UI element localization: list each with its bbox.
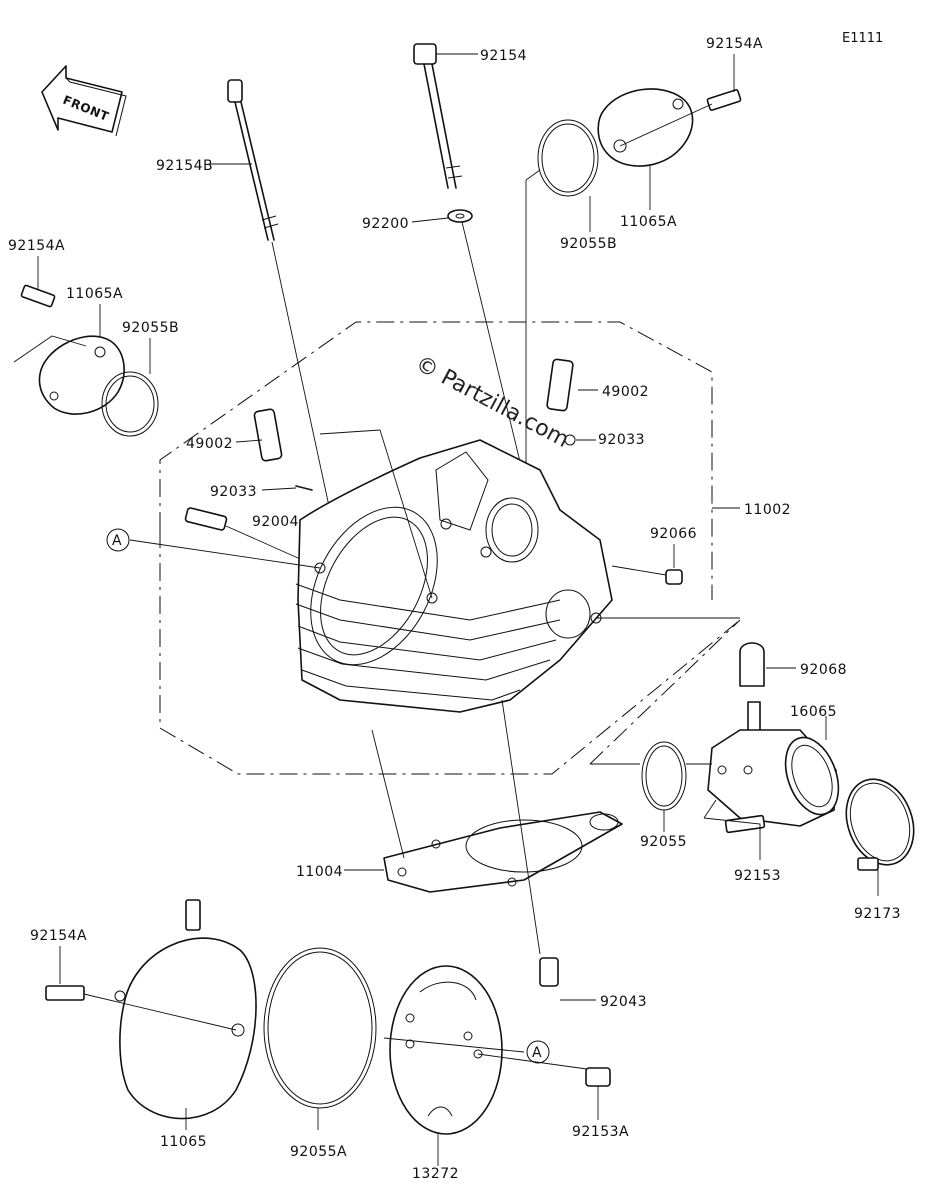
- cap-92068: [739, 642, 796, 687]
- intake-pipe: [707, 701, 840, 827]
- part-label-11002: 11002: [744, 502, 791, 518]
- bottom-cover-11065: [45, 899, 257, 1130]
- part-label-92154A-left: 92154A: [8, 238, 65, 254]
- part-label-92154: 92154: [480, 48, 527, 64]
- part-label-92043: 92043: [600, 994, 647, 1010]
- head-bolt: [413, 43, 523, 471]
- part-label-92173: 92173: [854, 906, 901, 922]
- part-label-92153A: 92153A: [572, 1124, 629, 1140]
- head-gasket: [344, 699, 623, 955]
- part-label-92153: 92153: [734, 868, 781, 884]
- part-label-49002-right: 49002: [602, 384, 649, 400]
- head-bolt-long: [227, 79, 333, 521]
- part-label-11065A-left: 11065A: [66, 286, 123, 302]
- dowel-pin-92043: [539, 957, 596, 1001]
- pin-92033-left: [295, 485, 313, 491]
- part-label-92033-left: 92033: [210, 484, 257, 500]
- cylinder-head: [295, 439, 613, 713]
- top-cover-assembly: [525, 88, 742, 470]
- part-label-92033-right: 92033: [598, 432, 645, 448]
- reference-marker-a-label: A: [532, 1045, 542, 1061]
- plug-92066: [665, 569, 683, 585]
- reference-marker-a-label: A: [112, 533, 122, 549]
- bolt-92153A: [585, 1067, 611, 1120]
- part-label-16065: 16065: [790, 704, 837, 720]
- part-label-92200: 92200: [362, 216, 409, 232]
- o-ring-92055: [590, 741, 712, 832]
- part-label-92055A: 92055A: [290, 1144, 347, 1160]
- part-label-92154A-top: 92154A: [706, 36, 763, 52]
- pin-92033-right: [564, 434, 576, 446]
- cover-plate-13272: [383, 965, 595, 1166]
- part-label-92004: 92004: [252, 514, 299, 530]
- part-label-13272: 13272: [412, 1166, 459, 1182]
- part-label-11065A-top: 11065A: [620, 214, 677, 230]
- part-label-92154A-bottom: 92154A: [30, 928, 87, 944]
- part-label-11065: 11065: [160, 1134, 207, 1150]
- clamp-92173: [845, 778, 915, 896]
- part-label-11004: 11004: [296, 864, 343, 880]
- part-label-92154B: 92154B: [156, 158, 213, 174]
- part-label-92068: 92068: [800, 662, 847, 678]
- part-label-92055B-top: 92055B: [560, 236, 617, 252]
- front-arrow-icon: FRONT: [41, 65, 127, 137]
- left-cover-assembly: [13, 284, 159, 437]
- part-label-92055B-left: 92055B: [122, 320, 179, 336]
- valve-guide-left: [253, 408, 283, 462]
- part-label-92055: 92055: [640, 834, 687, 850]
- cylinder-head-group-frame: [159, 321, 741, 775]
- o-ring-92055A: [263, 947, 377, 1130]
- diagram-code: E1111: [842, 31, 883, 46]
- valve-guide-right: [546, 358, 598, 412]
- part-label-49002-left: 49002: [186, 436, 233, 452]
- reference-marker-a-bottom: A: [526, 1040, 550, 1064]
- part-label-92066: 92066: [650, 526, 697, 542]
- bolt-92153: [703, 799, 766, 860]
- reference-marker-a-left: A: [106, 528, 130, 552]
